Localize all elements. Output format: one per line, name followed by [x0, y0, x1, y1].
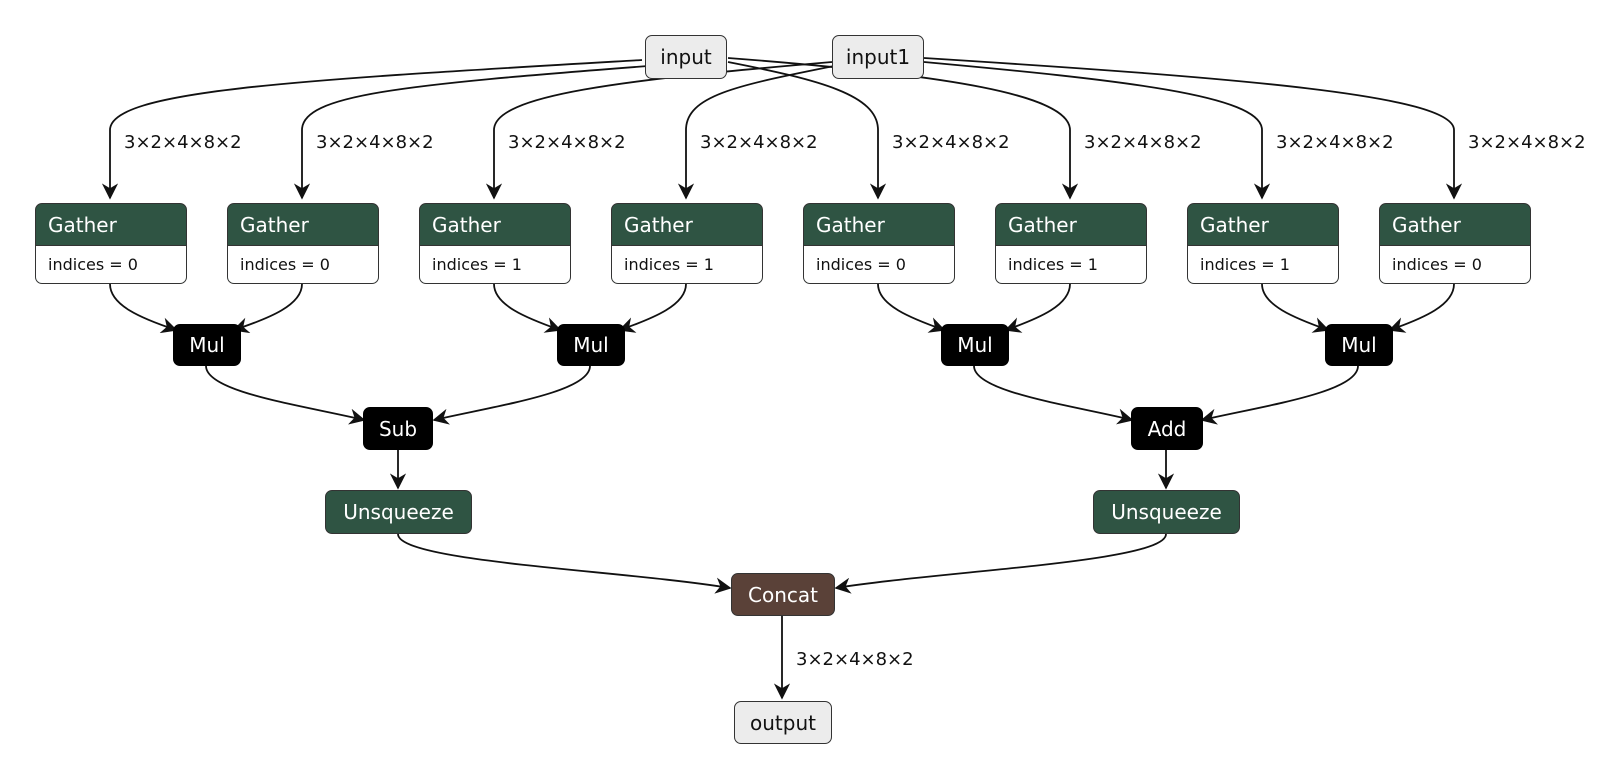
edge-gather-2-mul-1	[493, 283, 562, 333]
mul-node-2[interactable]: Mul	[941, 324, 1009, 366]
input-node[interactable]: input	[645, 35, 727, 79]
gather-node-5[interactable]: Gather indices = 1	[995, 203, 1147, 284]
gather-node-7[interactable]: Gather indices = 0	[1379, 203, 1531, 284]
edge-mul-3-add	[1200, 365, 1359, 425]
edge-input-gather-0	[101, 59, 643, 200]
output-node[interactable]: output	[734, 701, 832, 744]
gather-op-label: Gather	[816, 212, 885, 237]
gather-attr: indices = 1	[996, 245, 1146, 283]
mul-node-1[interactable]: Mul	[557, 324, 625, 366]
edge-gather-1-mul-0	[232, 283, 303, 334]
edge-label-gather-0: 3×2×4×8×2	[124, 132, 242, 153]
gather-attr: indices = 1	[420, 245, 570, 283]
input1-node-label: input1	[845, 45, 911, 69]
unsqueeze-node-left[interactable]: Unsqueeze	[325, 490, 472, 534]
edge-gather-7-mul-3	[1388, 283, 1455, 333]
edge-label-gather-5: 3×2×4×8×2	[1084, 132, 1202, 153]
gather-node-0[interactable]: Gather indices = 0	[35, 203, 187, 284]
unsqueeze-op-label: Unsqueeze	[343, 500, 454, 524]
gather-node-2[interactable]: Gather indices = 1	[419, 203, 571, 284]
gather-op-label: Gather	[240, 212, 309, 237]
gather-attr: indices = 0	[804, 245, 954, 283]
concat-op-label: Concat	[748, 582, 818, 607]
gather-attr: indices = 1	[612, 245, 762, 283]
edge-gather-6-mul-3	[1261, 283, 1330, 333]
edge-gather-3-mul-1	[618, 283, 687, 333]
gather-attr: indices = 0	[228, 245, 378, 283]
edge-unsqueeze-left-concat	[397, 533, 732, 594]
sub-op-label: Sub	[378, 416, 418, 441]
edge-gather-4-mul-2	[877, 283, 946, 333]
gather-node-3[interactable]: Gather indices = 1	[611, 203, 763, 284]
edge-mul-0-sub	[205, 365, 366, 425]
input-node-label: input	[660, 45, 712, 69]
gather-node-1[interactable]: Gather indices = 0	[227, 203, 379, 284]
edge-label-gather-6: 3×2×4×8×2	[1276, 132, 1394, 153]
gather-op-label: Gather	[624, 212, 693, 237]
edge-gather-0-mul-0	[109, 283, 178, 334]
gather-op-label: Gather	[432, 212, 501, 237]
input1-node[interactable]: input1	[832, 35, 924, 79]
edge-input1-gather-2	[485, 61, 833, 200]
edge-mul-1-sub	[432, 365, 591, 425]
gather-attr: indices = 0	[36, 245, 186, 283]
mul-op-label: Mul	[189, 333, 225, 357]
edge-label-gather-4: 3×2×4×8×2	[892, 132, 1010, 153]
gather-op-label: Gather	[1392, 212, 1461, 237]
edge-input1-gather-7	[923, 57, 1463, 200]
mul-op-label: Mul	[1341, 333, 1377, 357]
gather-attr: indices = 0	[1380, 245, 1530, 283]
edge-unsqueeze-right-concat	[834, 533, 1167, 594]
output-node-label: output	[750, 710, 816, 735]
mul-node-3[interactable]: Mul	[1325, 324, 1393, 366]
edge-input1-gather-6	[923, 61, 1271, 200]
gather-op-label: Gather	[1200, 212, 1269, 237]
gather-node-4[interactable]: Gather indices = 0	[803, 203, 955, 284]
edge-input1-gather-3	[677, 65, 835, 200]
gather-op-label: Gather	[48, 212, 117, 237]
edge-input-gather-4	[727, 61, 887, 200]
mul-op-label: Mul	[573, 333, 609, 357]
edge-mul-2-add	[973, 365, 1134, 425]
edge-input-gather-1	[293, 65, 649, 200]
concat-node[interactable]: Concat	[731, 573, 835, 616]
gather-attr: indices = 1	[1188, 245, 1338, 283]
edge-label-gather-1: 3×2×4×8×2	[316, 132, 434, 153]
edge-label-output: 3×2×4×8×2	[796, 649, 914, 670]
gather-node-6[interactable]: Gather indices = 1	[1187, 203, 1339, 284]
unsqueeze-op-label: Unsqueeze	[1111, 500, 1222, 524]
edge-label-gather-7: 3×2×4×8×2	[1468, 132, 1586, 153]
edge-input-gather-5	[727, 57, 1079, 200]
gather-op-label: Gather	[1008, 212, 1077, 237]
edge-label-gather-3: 3×2×4×8×2	[700, 132, 818, 153]
edge-gather-5-mul-2	[1004, 283, 1071, 333]
add-op-label: Add	[1147, 416, 1187, 441]
unsqueeze-node-right[interactable]: Unsqueeze	[1093, 490, 1240, 534]
mul-node-0[interactable]: Mul	[173, 324, 241, 366]
sub-node[interactable]: Sub	[363, 407, 433, 450]
mul-op-label: Mul	[957, 333, 993, 357]
edge-label-gather-2: 3×2×4×8×2	[508, 132, 626, 153]
add-node[interactable]: Add	[1131, 407, 1203, 450]
